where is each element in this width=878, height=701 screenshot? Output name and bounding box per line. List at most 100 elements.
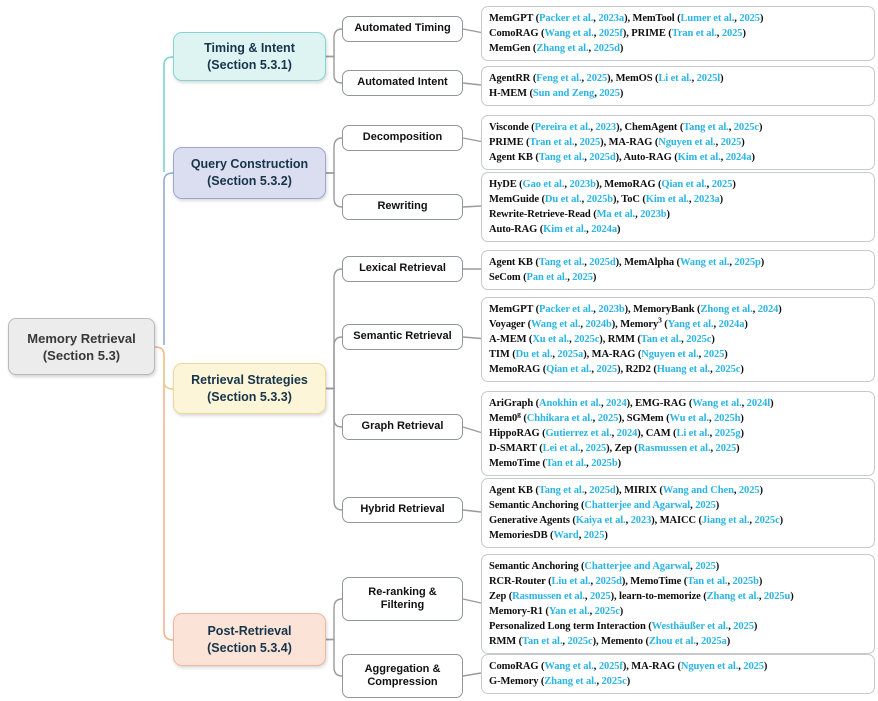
citation-link[interactable]: Zhou et al. [648,636,696,647]
citation-link[interactable]: Chatterjee and Agarwal [584,500,691,511]
citation-link[interactable]: Packer et al. [539,304,594,315]
citation-link[interactable]: Gutierrez et al. [545,428,612,439]
citation-link[interactable]: 2025h [714,413,741,424]
citation-link[interactable]: 2025b [586,194,614,205]
citation-link[interactable]: 2024l [746,398,771,409]
citation-link[interactable]: Du et al. [544,194,582,205]
citation-link[interactable]: 2024 [757,304,779,315]
citation-link[interactable]: Li et al. [658,73,692,84]
citation-link[interactable]: 2025 [583,530,605,541]
citation-link[interactable]: 2025 [711,179,733,190]
citation-link[interactable]: Feng et al. [536,73,582,84]
citation-link[interactable]: 2025c [715,364,741,375]
citation-link[interactable]: Sun and Zeng [532,88,595,99]
citation-link[interactable]: 2025 [743,661,764,672]
citation-link[interactable]: Ma et al. [596,209,636,220]
citation-link[interactable]: 2025u [763,591,791,602]
citation-link[interactable]: Tang et al. [538,152,585,163]
citation-link[interactable]: Wang et al. [544,28,594,39]
citation-link[interactable]: Nguyen et al. [680,661,739,672]
citation-link[interactable]: 2025 [695,500,716,511]
citation-link[interactable]: 2024 [616,428,638,439]
citation-link[interactable]: Westhäußer et al. [651,621,729,632]
citation-link[interactable]: Rasmussen et al. [512,591,585,602]
citation-link[interactable]: Chatterjee and Agarwal [584,561,691,572]
citation-link[interactable]: Li et al. [676,428,710,439]
citation-link[interactable]: Nguyen et al. [658,137,716,148]
citation-link[interactable]: 2025b [732,576,759,587]
citation-link[interactable]: Wang and Chen [662,485,734,496]
citation-link[interactable]: Lei et al. [542,443,581,454]
citation-link[interactable]: Xu et al. [532,334,570,345]
citation-link[interactable]: 2025g [714,428,741,439]
citation-link[interactable]: 2025a [700,636,727,647]
citation-link[interactable]: Anokhin et al. [539,398,601,409]
citation-link[interactable]: Pereira et al. [534,122,591,133]
citation-link[interactable]: Pan et al. [526,272,568,283]
citation-link[interactable]: 2025 [715,443,737,454]
citation-link[interactable]: 2024 [606,398,627,409]
citation-link[interactable]: 2023a [598,13,625,24]
citation-link[interactable]: Wang et al. [530,319,581,330]
citation-link[interactable]: Zhong et al. [700,304,753,315]
citation-link[interactable]: 2025b [591,458,618,469]
citation-link[interactable]: 2023b [598,304,625,315]
citation-link[interactable]: 2025d [589,485,616,496]
citation-link[interactable]: Tang et al. [538,257,585,268]
citation-link[interactable]: Liu et al. [551,576,591,587]
citation-link[interactable]: 2023a [693,194,720,205]
citation-link[interactable]: Zhang et al. [536,43,589,54]
citation-link[interactable]: 2025c [567,636,593,647]
citation-link[interactable]: 2025 [589,591,611,602]
citation-link[interactable]: 2025 [695,561,716,572]
citation-link[interactable]: 2025f [598,661,623,672]
citation-link[interactable]: 2025 [579,137,601,148]
citation-link[interactable]: Huang et al. [656,364,711,375]
citation-link[interactable]: Du et al. [515,349,553,360]
citation-link[interactable]: 2025 [738,485,760,496]
citation-link[interactable]: Qian et al. [546,364,592,375]
citation-link[interactable]: Ward [553,530,579,541]
citation-link[interactable]: Zhang et al. [544,676,597,687]
citation-link[interactable]: Kim et al. [645,194,689,205]
citation-link[interactable]: 2025d [589,257,616,268]
citation-link[interactable]: 2025 [572,272,593,283]
citation-link[interactable]: 2023b [640,209,667,220]
citation-link[interactable]: 2024a [725,152,752,163]
citation-link[interactable]: Tan et al. [522,636,563,647]
citation-link[interactable]: 2025 [720,137,742,148]
citation-link[interactable]: Wang et al. [692,398,742,409]
citation-link[interactable]: 2025c [601,676,627,687]
citation-link[interactable]: 2025 [596,364,618,375]
citation-link[interactable]: Tran et al. [671,28,717,39]
citation-link[interactable]: Tran et al. [529,137,575,148]
citation-link[interactable]: Wang et al. [679,257,730,268]
citation-link[interactable]: Tan et al. [640,334,682,345]
citation-link[interactable]: Yang et al. [667,319,714,330]
citation-link[interactable]: 2023b [569,179,596,190]
citation-link[interactable]: 2025c [686,334,712,345]
citation-link[interactable]: Tan et al. [545,458,587,469]
citation-link[interactable]: 2024b [585,319,612,330]
citation-link[interactable]: Yan et al. [548,606,590,617]
citation-link[interactable]: Tang et al. [683,122,729,133]
citation-link[interactable]: Rasmussen et al. [637,443,711,454]
citation-link[interactable]: 2025c [574,334,600,345]
citation-link[interactable]: Wang et al. [544,661,594,672]
citation-link[interactable]: Gao et al. [522,179,565,190]
citation-link[interactable]: 2025f [598,28,623,39]
citation-link[interactable]: 2025 [586,73,608,84]
citation-link[interactable]: Kim et al. [543,224,587,235]
citation-link[interactable]: Kim et al. [677,152,721,163]
citation-link[interactable]: 2025d [589,152,616,163]
citation-link[interactable]: Kaiya et al. [575,515,626,526]
citation-link[interactable]: Zhang et al. [706,591,759,602]
citation-link[interactable]: 2025 [721,28,743,39]
citation-link[interactable]: Chhikara et al. [526,413,593,424]
citation-link[interactable]: 2024a [591,224,617,235]
citation-link[interactable]: 2025d [595,576,622,587]
citation-link[interactable]: 2025c [733,122,759,133]
citation-link[interactable]: 2025 [597,413,619,424]
citation-link[interactable]: 2025 [733,621,754,632]
citation-link[interactable]: Lumer et al. [680,13,735,24]
